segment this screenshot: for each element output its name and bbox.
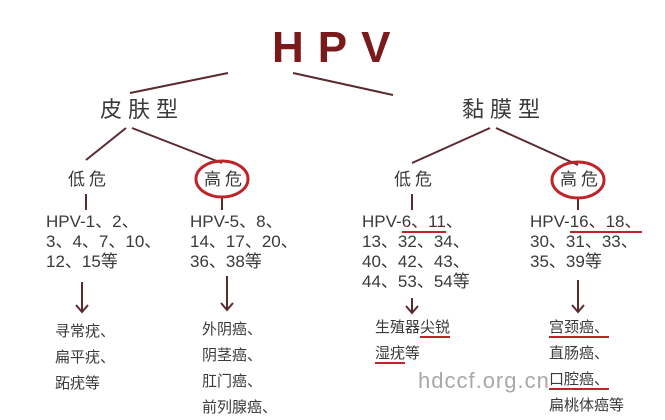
- category-skin: 皮肤型: [100, 98, 185, 123]
- category-mucosal: 黏膜型: [462, 98, 547, 123]
- underline-16-18: 16、18、: [569, 212, 642, 233]
- diseases-skin-high: 外阴癌、 阴茎癌、 肛门癌、 前列腺癌、: [202, 320, 278, 416]
- underline-cervical: 宫颈癌、: [549, 318, 610, 338]
- risk-mucosal-low: 低危: [394, 170, 436, 190]
- highlight-circle-mucosal-high: [550, 160, 606, 200]
- risk-mucosal-high: 高危: [560, 170, 602, 190]
- risk-skin-high: 高危: [204, 170, 246, 190]
- watermark: hdccf.org.cn: [418, 368, 550, 393]
- underline-oral: 口腔癌、: [549, 370, 610, 390]
- highlight-circle-skin-high: [194, 159, 250, 199]
- connector-skin-high: [131, 127, 223, 164]
- connector-skin-low: [85, 127, 127, 161]
- underline-6-11: 6、11: [401, 212, 446, 233]
- types-skin-low: HPV-1、2、 3、4、7、10、 12、15等: [46, 212, 162, 271]
- diagram-title: HPV: [272, 23, 405, 72]
- connector-hpv-mucosal: [292, 72, 394, 96]
- risk-skin-low: 低危: [68, 170, 110, 190]
- underline-jianrui: 尖锐: [420, 318, 451, 338]
- connector-mucosal-high: [495, 127, 579, 166]
- connector-hpv-skin: [129, 72, 229, 94]
- underline-shiyou: 湿疣: [375, 344, 406, 364]
- diseases-mucosal-high: 宫颈癌、 直肠癌、 口腔癌、 扁桃体癌等: [549, 318, 625, 414]
- types-mucosal-low: HPV-6、11、 13、32、34、 40、42、43、 44、53、54等: [362, 212, 470, 291]
- diseases-skin-low: 寻常疣、 扁平疣、 跖疣等: [55, 322, 116, 392]
- connector-mucosal-low: [411, 127, 491, 164]
- types-skin-high: HPV-5、8、 14、17、20、 36、38等: [190, 212, 298, 271]
- diseases-mucosal-low: 生殖器尖锐 湿疣等: [375, 318, 451, 364]
- types-mucosal-high: HPV-16、18、 30、31、33、 35、39等: [530, 212, 642, 271]
